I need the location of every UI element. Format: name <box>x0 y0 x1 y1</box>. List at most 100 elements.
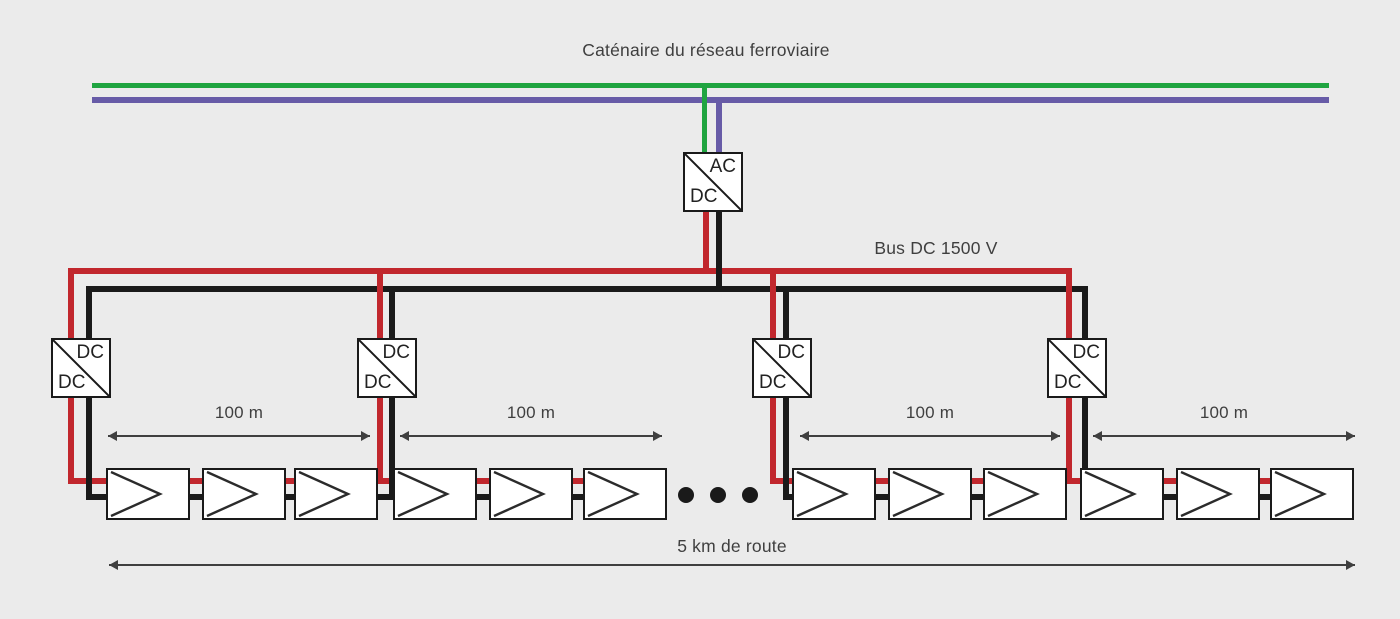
chevron-right-icon <box>206 470 259 518</box>
road-panel-g4-1 <box>1080 468 1164 520</box>
chevron-right-icon <box>587 470 640 518</box>
chevron-right-icon <box>493 470 546 518</box>
chevron-right-icon <box>987 470 1040 518</box>
arrowhead-left-icon <box>400 431 409 441</box>
converter-drop-black <box>716 212 722 292</box>
panel-link-red <box>569 478 587 484</box>
string-return-black-elbow-3 <box>783 494 793 500</box>
segment-arrow-1 <box>108 430 370 442</box>
chevron-right-icon <box>110 470 163 518</box>
dc-dc-converter-4: DC DC <box>1047 338 1107 398</box>
dc-label: DC <box>690 186 718 207</box>
chevron-right-icon <box>1180 470 1233 518</box>
chevron-right-icon <box>1084 470 1137 518</box>
road-panel-g4-3 <box>1270 468 1354 520</box>
arrowhead-right-icon <box>1051 431 1060 441</box>
segment-arrow-4 <box>1093 430 1355 442</box>
segment-arrow-2 <box>400 430 662 442</box>
chevron-right-icon <box>298 470 351 518</box>
segment-length-label-2: 100 m <box>506 403 556 422</box>
arrow-line <box>400 435 662 437</box>
panel-link-black <box>1160 494 1180 500</box>
converter-diagonal-icon <box>359 340 415 396</box>
dc-in-label: DC <box>382 342 410 363</box>
ellipsis-dot <box>742 487 758 503</box>
bus-dc-label: Bus DC 1500 V <box>874 238 998 258</box>
arrowhead-left-icon <box>108 431 117 441</box>
panel-link-red <box>1256 478 1274 484</box>
string-return-black-elbow-2 <box>376 494 395 500</box>
panel-link-red <box>473 478 493 484</box>
converter-diagonal-icon <box>53 340 109 396</box>
catenary-title: Caténaire du réseau ferroviaire <box>582 40 830 60</box>
string-feed-red-elbow-4 <box>1066 478 1081 484</box>
arrowhead-right-icon <box>361 431 370 441</box>
chevron-right-icon <box>892 470 945 518</box>
arrowhead-right-icon <box>653 431 662 441</box>
arrow-line <box>800 435 1060 437</box>
arrow-line <box>109 564 1355 566</box>
dc-out-label: DC <box>364 372 392 393</box>
panel-link-black <box>872 494 892 500</box>
panel-link-black <box>569 494 587 500</box>
road-panel-g2-2 <box>489 468 573 520</box>
converter-diagonal-icon <box>1049 340 1105 396</box>
dc-out-label: DC <box>58 372 86 393</box>
segment-length-label-4: 100 m <box>1199 403 1249 422</box>
ac-label: AC <box>709 156 736 177</box>
road-panel-g1-3 <box>294 468 378 520</box>
catenary-line-purple <box>92 97 1329 103</box>
arrowhead-left-icon <box>1093 431 1102 441</box>
ac-dc-converter: AC DC <box>683 152 743 212</box>
panel-link-black <box>186 494 206 500</box>
road-length-arrow <box>109 559 1355 571</box>
dc-dc-converter-1: DC DC <box>51 338 111 398</box>
chevron-right-icon <box>796 470 849 518</box>
panel-link-red <box>872 478 892 484</box>
panel-link-red <box>282 478 298 484</box>
string-return-black-elbow-1 <box>86 494 107 500</box>
panel-link-black <box>473 494 493 500</box>
arrow-line <box>108 435 370 437</box>
segment-length-label-3: 100 m <box>905 403 955 422</box>
dc-in-label: DC <box>1072 342 1100 363</box>
road-panel-g3-2 <box>888 468 972 520</box>
road-panel-g3-3 <box>983 468 1067 520</box>
road-length-label: 5 km de route <box>677 536 787 556</box>
panel-link-red <box>1160 478 1180 484</box>
dc-out-label: DC <box>1054 372 1082 393</box>
ellipsis-dot <box>678 487 694 503</box>
panel-link-black <box>282 494 298 500</box>
converter-diagonal-icon <box>754 340 810 396</box>
arrowhead-left-icon <box>109 560 118 570</box>
arrowhead-left-icon <box>800 431 809 441</box>
panel-link-black <box>968 494 987 500</box>
catenary-line-green <box>92 83 1329 88</box>
segment-length-label-1: 100 m <box>214 403 264 422</box>
road-panel-g3-1 <box>792 468 876 520</box>
road-panel-g1-1 <box>106 468 190 520</box>
panel-link-black <box>1256 494 1274 500</box>
arrowhead-right-icon <box>1346 431 1355 441</box>
road-panel-g4-2 <box>1176 468 1260 520</box>
panel-link-red <box>186 478 206 484</box>
dc-in-label: DC <box>76 342 104 363</box>
dc-bus-negative <box>86 286 1088 292</box>
dc-bus-positive <box>68 268 1072 274</box>
dc-in-label: DC <box>777 342 805 363</box>
string-feed-red-elbow-2 <box>377 478 394 484</box>
string-feed-red-elbow-3 <box>770 478 793 484</box>
road-panel-g2-3 <box>583 468 667 520</box>
catenary-drop-purple <box>716 100 722 153</box>
catenary-drop-green <box>702 85 707 153</box>
arrow-line <box>1093 435 1355 437</box>
arrowhead-right-icon <box>1346 560 1355 570</box>
panel-link-red <box>968 478 987 484</box>
dc-out-label: DC <box>759 372 787 393</box>
chevron-right-icon <box>397 470 450 518</box>
converter-diagonal-icon <box>685 154 741 210</box>
road-panel-g2-1 <box>393 468 477 520</box>
chevron-right-icon <box>1274 470 1327 518</box>
segment-arrow-3 <box>800 430 1060 442</box>
